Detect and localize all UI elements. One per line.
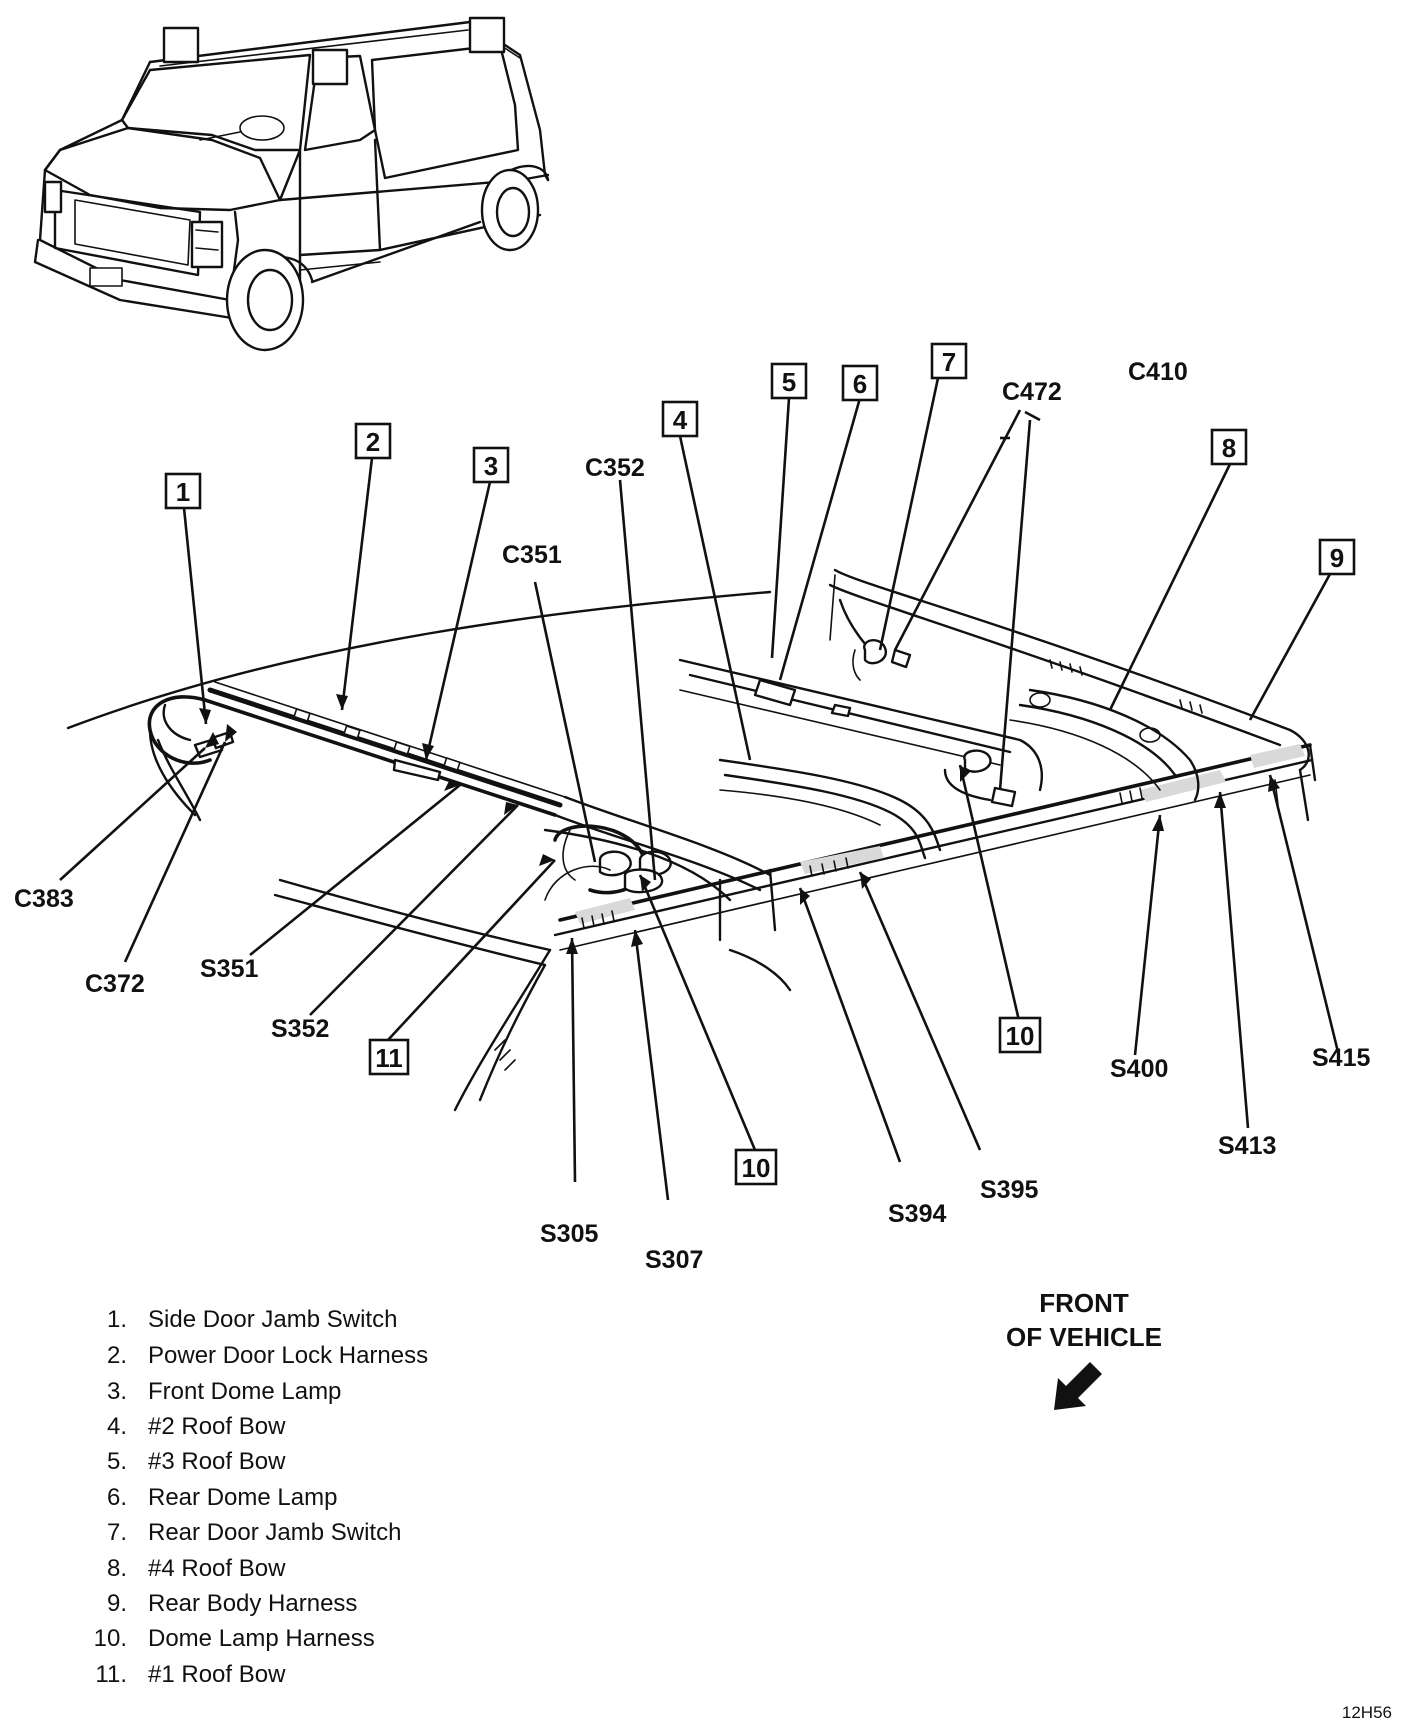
svg-text:Rear Door Jamb Switch: Rear Door Jamb Switch — [148, 1519, 401, 1546]
svg-text:7: 7 — [942, 347, 956, 377]
svg-text:1: 1 — [176, 477, 190, 507]
svg-text:1.: 1. — [107, 1306, 127, 1333]
left-rail-clips — [293, 708, 461, 771]
svg-text:2.: 2. — [107, 1342, 127, 1369]
splice-s305: S305 — [540, 1220, 598, 1248]
legend-item: 3. Front Dome Lamp — [107, 1378, 341, 1405]
connector-c410: C410 — [1128, 358, 1188, 386]
legend-item: 10. Dome Lamp Harness — [94, 1625, 375, 1652]
legend-item: 5. #3 Roof Bow — [107, 1448, 286, 1475]
legend-item: 6. Rear Dome Lamp — [107, 1484, 337, 1511]
svg-text:Rear Body Harness: Rear Body Harness — [148, 1590, 357, 1617]
callout-10-lower: 10 — [734, 1148, 778, 1186]
svg-text:Front Dome Lamp: Front Dome Lamp — [148, 1378, 341, 1405]
svg-text:9: 9 — [1330, 543, 1344, 573]
svg-text:2: 2 — [366, 427, 380, 457]
svg-text:8.: 8. — [107, 1555, 127, 1582]
svg-text:5: 5 — [782, 367, 796, 397]
legend-item: 2. Power Door Lock Harness — [107, 1342, 428, 1369]
svg-text:4.: 4. — [107, 1413, 127, 1440]
splice-s400: S400 — [1110, 1055, 1168, 1083]
svg-text:5.: 5. — [107, 1448, 127, 1475]
splice-s307: S307 — [645, 1246, 703, 1274]
svg-text:Power Door Lock Harness: Power Door Lock Harness — [148, 1342, 428, 1369]
legend: 1. Side Door Jamb Switch 2. Power Door L… — [94, 1306, 429, 1688]
splice-s415: S415 — [1312, 1044, 1370, 1072]
callout-2: 2 — [354, 422, 392, 460]
callout-9: 9 — [1318, 538, 1356, 576]
legend-item: 1. Side Door Jamb Switch — [107, 1306, 397, 1333]
splice-s351: S351 — [200, 955, 258, 983]
legend-item: 7. Rear Door Jamb Switch — [107, 1519, 401, 1546]
roof-harness-drawing — [66, 568, 1317, 1112]
leader-lines — [59, 377, 1340, 1201]
legend-item: 4. #2 Roof Bow — [107, 1413, 286, 1440]
legend-item: 8. #4 Roof Bow — [107, 1555, 286, 1582]
callout-5: 5 — [770, 362, 808, 400]
svg-text:4: 4 — [673, 405, 688, 435]
splice-s394: S394 — [888, 1200, 946, 1228]
svg-text:Side Door Jamb Switch: Side Door Jamb Switch — [148, 1306, 397, 1333]
svg-text:7.: 7. — [107, 1519, 127, 1546]
legend-item: 9. Rear Body Harness — [107, 1590, 357, 1617]
svg-text:#2 Roof Bow: #2 Roof Bow — [148, 1413, 286, 1440]
connector-c383: C383 — [14, 885, 74, 913]
van-locator-illustration — [33, 16, 550, 352]
callout-8: 8 — [1210, 428, 1248, 466]
svg-text:10: 10 — [742, 1153, 771, 1183]
svg-text:#1 Roof Bow: #1 Roof Bow — [148, 1661, 286, 1688]
svg-text:Rear Dome Lamp: Rear Dome Lamp — [148, 1484, 337, 1511]
splice-s395: S395 — [980, 1176, 1038, 1204]
callout-10-right: 10 — [998, 1016, 1042, 1054]
svg-text:3: 3 — [484, 451, 498, 481]
front-label-line1: FRONT — [1039, 1288, 1129, 1318]
svg-text:Dome Lamp Harness: Dome Lamp Harness — [148, 1625, 375, 1652]
callout-11: 11 — [368, 1038, 410, 1076]
connector-labels: C383 C372 C351 C352 C472 C410 — [14, 358, 1188, 998]
callout-boxes: 1 2 3 4 5 6 7 8 — [164, 342, 1356, 1186]
svg-text:10: 10 — [1006, 1021, 1035, 1051]
splice-s352: S352 — [271, 1015, 329, 1043]
svg-text:11: 11 — [375, 1043, 403, 1073]
callout-6: 6 — [841, 364, 879, 402]
splice-labels: S351 S352 S305 S307 S394 S395 S400 S413 … — [200, 955, 1370, 1274]
splice-s413: S413 — [1218, 1132, 1276, 1160]
legend-item: 11. #1 Roof Bow — [95, 1661, 286, 1688]
front-arrow-icon — [1054, 1362, 1102, 1410]
figure-code: 12H56 — [1342, 1703, 1392, 1722]
svg-text:10.: 10. — [94, 1625, 127, 1652]
connector-c372: C372 — [85, 970, 145, 998]
callout-4: 4 — [661, 400, 699, 438]
callout-1: 1 — [164, 472, 202, 510]
svg-text:3.: 3. — [107, 1378, 127, 1405]
svg-text:9.: 9. — [107, 1590, 127, 1617]
connector-c351: C351 — [502, 541, 562, 569]
svg-text:#3 Roof Bow: #3 Roof Bow — [148, 1448, 286, 1475]
svg-text:6: 6 — [853, 369, 867, 399]
callout-3: 3 — [472, 446, 510, 484]
svg-text:8: 8 — [1222, 433, 1236, 463]
callout-7: 7 — [930, 342, 968, 380]
svg-text:#4 Roof Bow: #4 Roof Bow — [148, 1555, 286, 1582]
connector-c472: C472 — [1002, 378, 1062, 406]
front-of-vehicle-indicator: FRONT OF VEHICLE — [1006, 1288, 1162, 1410]
svg-text:6.: 6. — [107, 1484, 127, 1511]
connector-c352: C352 — [585, 454, 645, 482]
front-label-line2: OF VEHICLE — [1006, 1322, 1162, 1352]
svg-text:11.: 11. — [95, 1661, 127, 1688]
